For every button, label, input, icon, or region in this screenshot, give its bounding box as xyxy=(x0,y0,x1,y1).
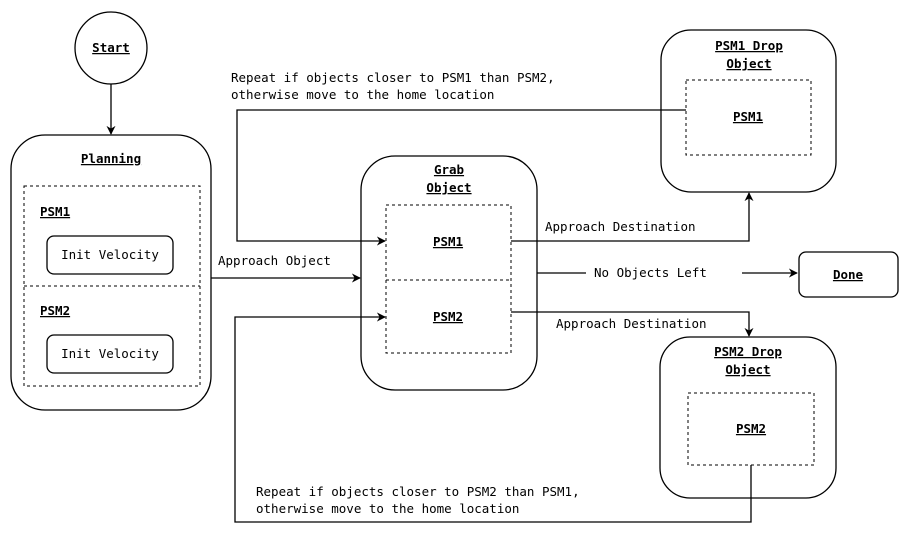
planning-psm1-init-box xyxy=(46,235,174,275)
drop1-title-line1: PSM1 Drop xyxy=(715,38,783,53)
grab-psm-container xyxy=(385,204,512,354)
repeat2-label-line2: otherwise move to the home location xyxy=(256,501,519,516)
planning-psm2-label: PSM2 xyxy=(40,303,70,318)
repeat-psm1-arrow xyxy=(236,109,686,246)
approach-object-label: Approach Object xyxy=(218,253,331,268)
planning-psm1-label: PSM1 xyxy=(40,204,70,219)
no-objects-left-label: No Objects Left xyxy=(594,265,707,280)
planning-node: Planning PSM1 Init Velocity PSM2 Init Ve… xyxy=(10,134,212,411)
grab-title-line2: Object xyxy=(426,180,471,195)
approach-destination-2-label-bg xyxy=(552,315,736,331)
approach-destination-2-label: Approach Destination xyxy=(556,316,707,331)
planning-title: Planning xyxy=(81,151,141,166)
repeat-psm2-arrow xyxy=(234,312,752,523)
approach-destination-1-arrow xyxy=(511,192,754,242)
grab-psm2-label: PSM2 xyxy=(433,309,463,324)
drop2-title-line1: PSM2 Drop xyxy=(714,344,782,359)
planning-psm1-init-label: Init Velocity xyxy=(61,247,159,262)
grab-psm1-label: PSM1 xyxy=(433,234,463,249)
psm1-drop-node: PSM1 Drop Object PSM1 xyxy=(660,29,837,193)
planning-psm2-init-label: Init Velocity xyxy=(61,346,159,361)
start-label: Start xyxy=(92,40,130,55)
done-node: Done xyxy=(798,251,899,298)
psm2-drop-node: PSM2 Drop Object PSM2 xyxy=(659,336,837,499)
repeat1-label-line1: Repeat if objects closer to PSM1 than PS… xyxy=(231,70,555,85)
repeat1-label-line2: otherwise move to the home location xyxy=(231,87,494,102)
drop2-title-line2: Object xyxy=(725,362,770,377)
done-label: Done xyxy=(833,267,864,282)
planning-psm2-init-box xyxy=(46,334,174,374)
drop1-title-line2: Object xyxy=(726,56,771,71)
drop1-psm-container xyxy=(685,79,812,156)
start-node: Start xyxy=(74,11,148,85)
repeat2-label-line1: Repeat if objects closer to PSM2 than PS… xyxy=(256,484,580,499)
drop2-psm-label: PSM2 xyxy=(736,421,766,436)
grab-object-node: Grab Object PSM1 PSM2 xyxy=(360,155,538,391)
grab-title-line1: Grab xyxy=(434,162,464,177)
no-objects-left-label-bg xyxy=(586,264,742,282)
approach-destination-1-label: Approach Destination xyxy=(545,219,696,234)
approach-destination-2-arrow xyxy=(511,311,754,337)
drop1-psm-label: PSM1 xyxy=(733,109,763,124)
